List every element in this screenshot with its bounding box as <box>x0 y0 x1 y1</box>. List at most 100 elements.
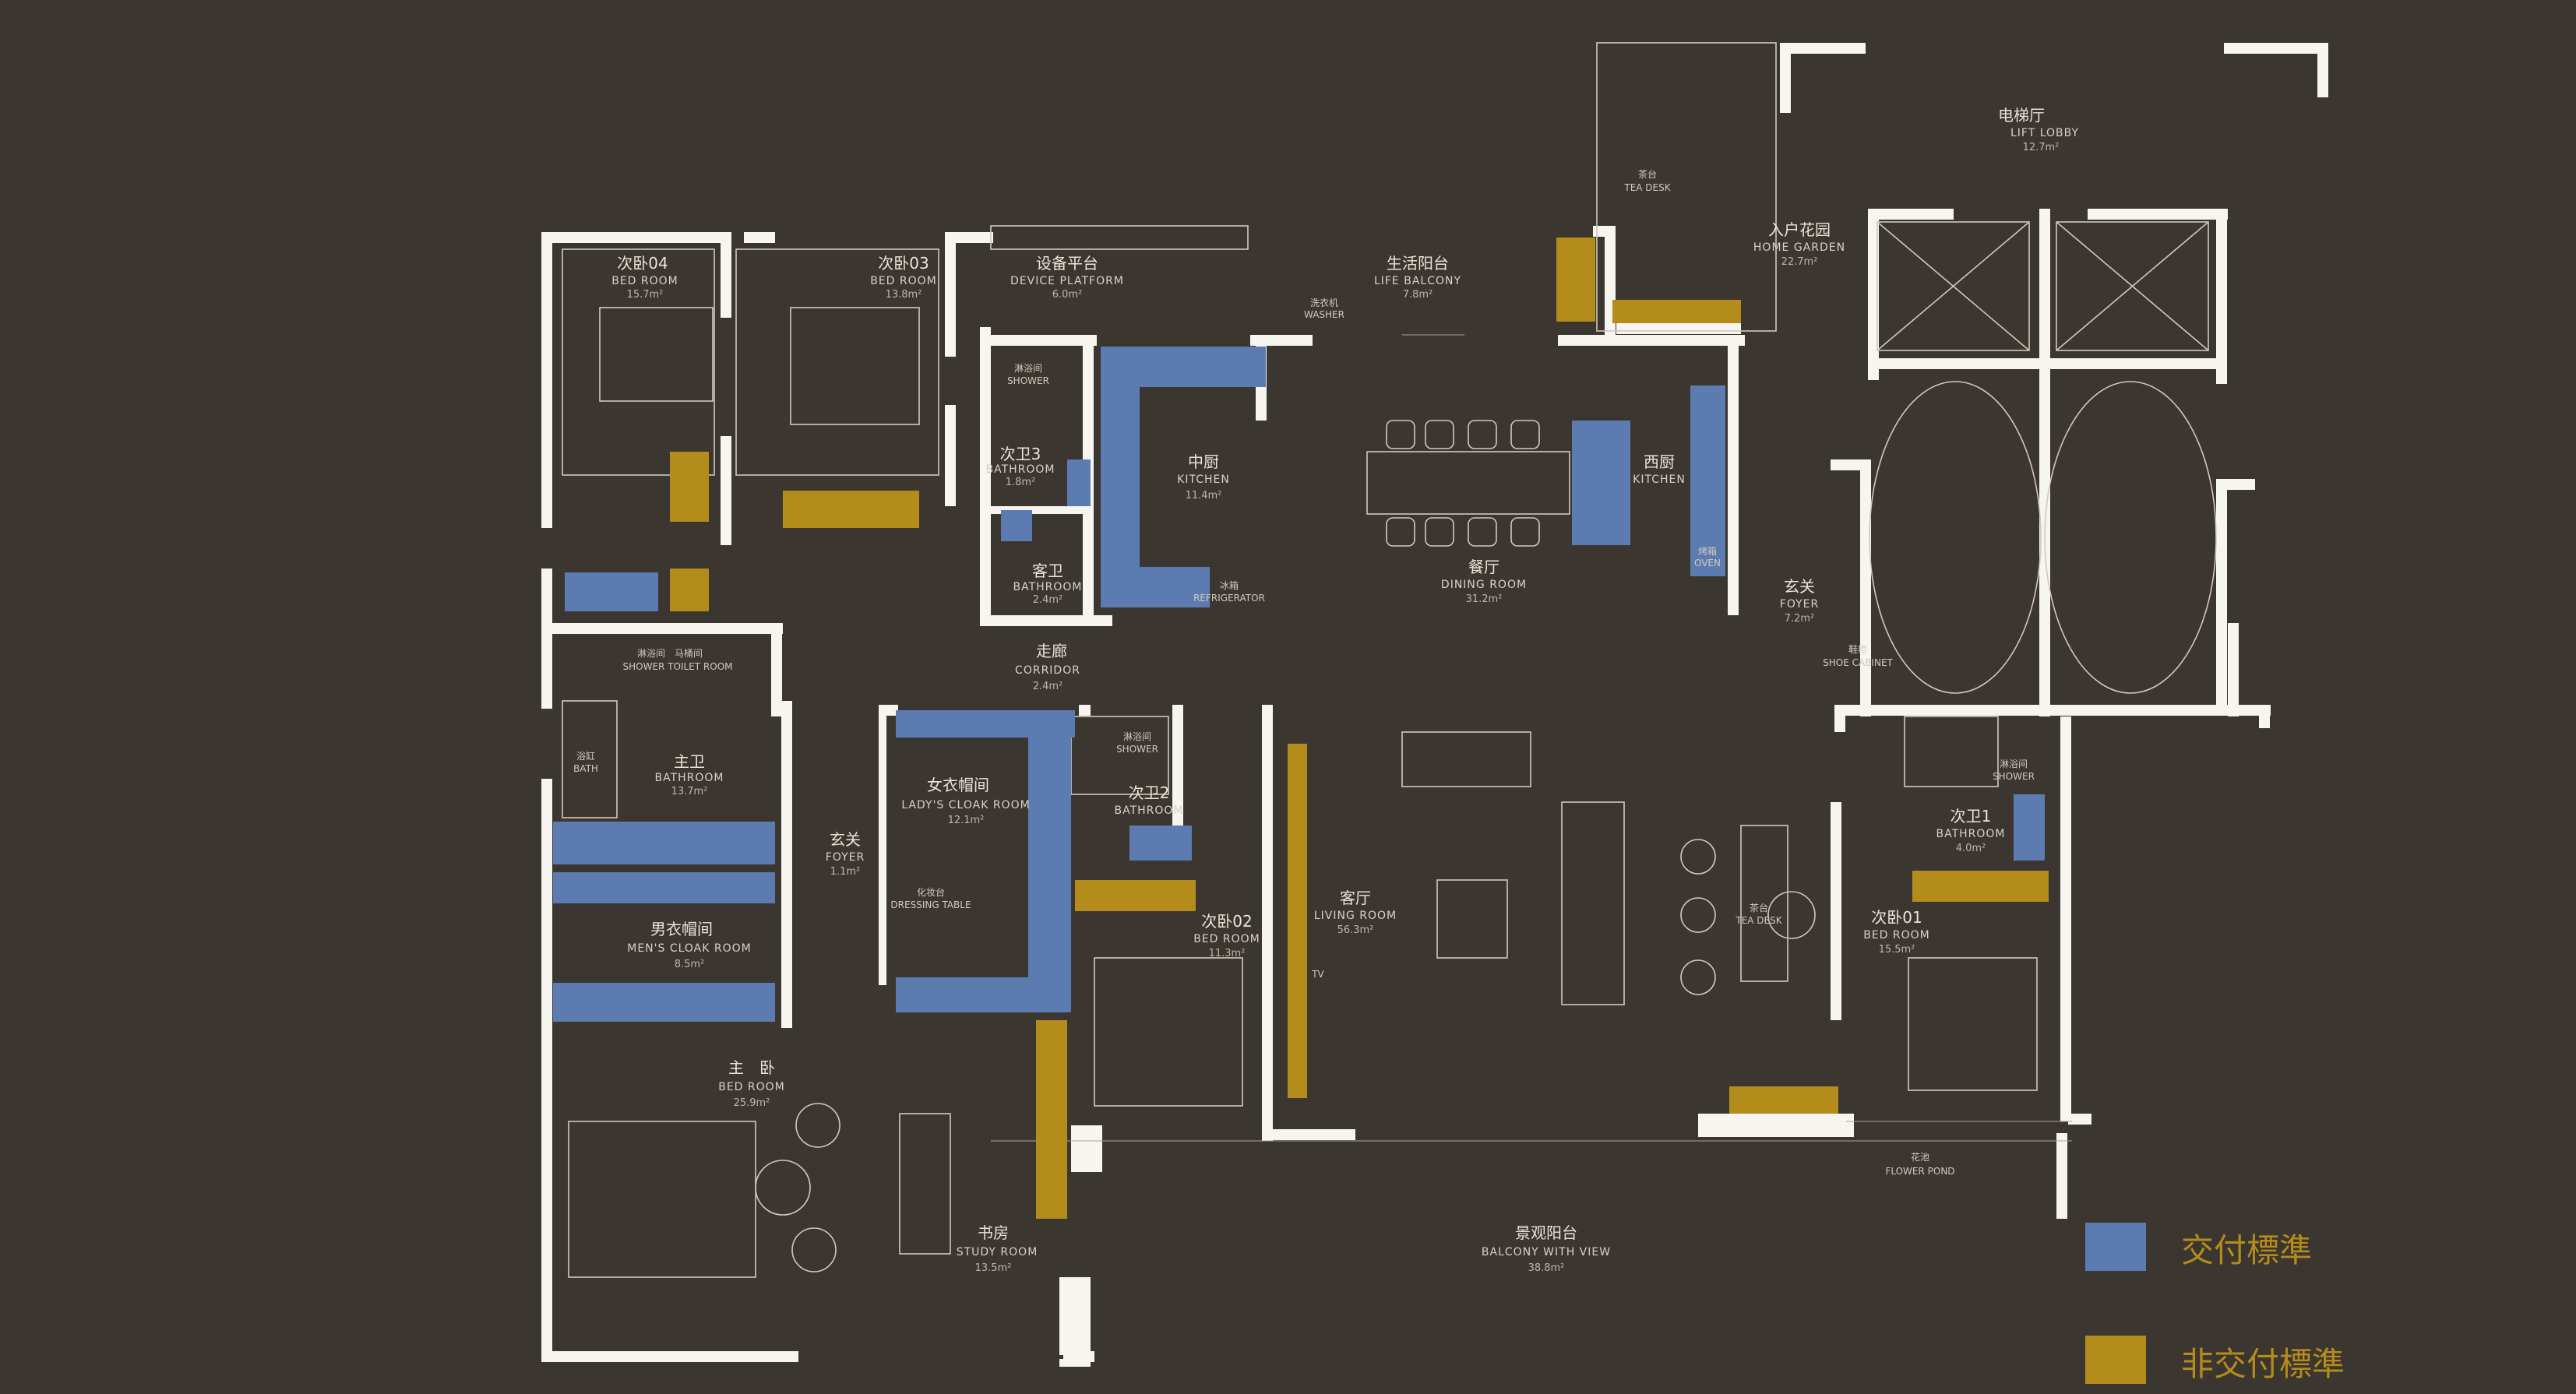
label-foyer-main-zh: 玄关 <box>1784 577 1815 596</box>
label-mens-cloak-en: MEN'S CLOAK ROOM <box>627 942 752 955</box>
label-tv: TV <box>1311 969 1324 980</box>
label-bedroom04-zh: 次卧04 <box>617 254 668 273</box>
label-dining-en: DINING ROOM <box>1441 579 1527 591</box>
label-flower-pond-en: FLOWER POND <box>1885 1166 1954 1177</box>
label-bathroom-c3-zh: 次卫3 <box>1000 445 1041 463</box>
label-shower-c2-en: SHOWER <box>1116 744 1158 755</box>
label-guest-bathroom-area: 2.4m² <box>1033 594 1063 606</box>
label-shower-c1-en: SHOWER <box>1993 771 2035 782</box>
label-bedroom01-zh: 次卧01 <box>1871 908 1922 927</box>
label-guest-bathroom-zh: 客卫 <box>1032 561 1063 580</box>
label-bedroom03-zh: 次卧03 <box>878 254 929 273</box>
label-living-zh: 客厅 <box>1340 889 1371 907</box>
label-kitchen-west-zh: 西厨 <box>1644 452 1675 471</box>
room-labels: 电梯厅 LIFT LOBBY 12.7m² 茶台 TEA DESK 入户花园 H… <box>573 106 2078 1274</box>
label-master-bedroom-zh: 主 卧 <box>728 1058 775 1077</box>
delivery-standard-fixtures <box>553 347 2045 1022</box>
legend-label-non-delivery: 非交付標準 <box>2181 1345 2345 1383</box>
label-foyer-inner-zh: 玄关 <box>830 830 861 849</box>
label-balcony-view-area: 38.8m² <box>1528 1262 1565 1274</box>
label-dining-area: 31.2m² <box>1466 593 1503 605</box>
label-corridor-en: CORRIDOR <box>1015 664 1080 677</box>
label-bathroom-c1-area: 4.0m² <box>1956 843 1986 854</box>
label-mens-cloak-zh: 男衣帽间 <box>650 920 713 938</box>
legend-label-delivery: 交付標準 <box>2181 1231 2313 1269</box>
label-kitchen-west-en: KITCHEN <box>1633 473 1686 486</box>
label-flower-pond-zh: 花池 <box>1911 1151 1929 1163</box>
label-device-platform-zh: 设备平台 <box>1036 254 1098 273</box>
label-bedroom03-area: 13.8m² <box>886 289 922 301</box>
label-refrigerator-en: REFRIGERATOR <box>1193 593 1265 604</box>
linework <box>562 42 2217 1278</box>
label-tea-desk-living-en: TEA DESK <box>1735 915 1782 926</box>
label-guest-bathroom-en: BATHROOM <box>1013 581 1082 593</box>
label-life-balcony-area: 7.8m² <box>1403 289 1433 301</box>
non-delivery-standard-fixtures <box>670 238 2049 1219</box>
label-dressing-table-zh: 化妆台 <box>917 886 945 898</box>
legend-swatch-non-delivery <box>2085 1336 2146 1384</box>
label-bedroom01-en: BED ROOM <box>1863 929 1930 942</box>
label-home-garden-area: 22.7m² <box>1781 256 1818 268</box>
label-washer-en: WASHER <box>1304 309 1344 320</box>
label-tea-desk-entry-zh: 茶台 <box>1638 168 1657 180</box>
label-life-balcony-en: LIFE BALCONY <box>1374 275 1461 287</box>
label-study-area: 13.5m² <box>975 1262 1012 1274</box>
label-ladys-cloak-en: LADY'S CLOAK ROOM <box>901 799 1030 811</box>
label-shower-c1-zh: 淋浴间 <box>2000 759 2028 769</box>
label-bedroom02-en: BED ROOM <box>1193 933 1260 945</box>
label-bedroom03-en: BED ROOM <box>870 275 937 287</box>
walls <box>541 43 2328 1367</box>
label-device-platform-area: 6.0m² <box>1052 289 1083 301</box>
label-bathroom-c2-en: BATHROOM <box>1114 804 1183 817</box>
label-oven-en: OVEN <box>1694 558 1721 569</box>
label-tea-desk-living-zh: 茶台 <box>1750 902 1768 913</box>
label-bedroom01-area: 15.5m² <box>1879 944 1915 956</box>
label-tea-desk-entry-en: TEA DESK <box>1623 182 1671 193</box>
label-lift-lobby-zh: 电梯厅 <box>1998 106 2045 125</box>
label-shoe-cabinet-zh: 鞋柜 <box>1848 643 1867 655</box>
label-master-bathroom-area: 13.7m² <box>671 786 708 797</box>
label-shower-toilet-master-en: SHOWER TOILET ROOM <box>623 661 733 672</box>
label-bath-zh: 浴缸 <box>576 750 595 762</box>
label-bath-en: BATH <box>573 763 598 774</box>
label-foyer-inner-area: 1.1m² <box>830 866 861 878</box>
label-shoe-cabinet-en: SHOE CABINET <box>1823 657 1893 668</box>
label-master-bedroom-en: BED ROOM <box>718 1081 785 1093</box>
label-corridor-area: 2.4m² <box>1033 681 1063 692</box>
label-kitchen-cn-zh: 中厨 <box>1188 452 1219 471</box>
label-living-en: LIVING ROOM <box>1314 910 1397 922</box>
label-dining-zh: 餐厅 <box>1468 558 1499 576</box>
label-ladys-cloak-area: 12.1m² <box>948 815 985 826</box>
label-bedroom02-area: 11.3m² <box>1209 948 1246 959</box>
label-corridor-zh: 走廊 <box>1036 642 1067 660</box>
label-kitchen-cn-area: 11.4m² <box>1186 490 1222 502</box>
label-mens-cloak-area: 8.5m² <box>675 959 705 970</box>
label-oven-zh: 烤箱 <box>1698 545 1717 557</box>
label-study-zh: 书房 <box>978 1223 1009 1242</box>
label-device-platform-en: DEVICE PLATFORM <box>1010 275 1124 287</box>
label-ladys-cloak-zh: 女衣帽间 <box>927 776 989 794</box>
label-shower-c2-zh: 淋浴间 <box>1123 731 1151 742</box>
label-home-garden-en: HOME GARDEN <box>1753 241 1845 254</box>
label-bedroom02-zh: 次卧02 <box>1201 912 1252 931</box>
label-master-bathroom-en: BATHROOM <box>654 772 724 784</box>
label-bathroom-c1-en: BATHROOM <box>1936 828 2005 840</box>
label-bathroom-c3-area: 1.8m² <box>1006 477 1036 488</box>
label-refrigerator-zh: 冰箱 <box>1220 579 1239 591</box>
label-foyer-main-area: 7.2m² <box>1785 613 1815 625</box>
label-bathroom-c2-zh: 次卫2 <box>1129 783 1170 802</box>
label-shower-c3-en: SHOWER <box>1007 375 1049 386</box>
label-bedroom04-area: 15.7m² <box>627 289 664 301</box>
label-life-balcony-zh: 生活阳台 <box>1387 254 1449 273</box>
label-foyer-inner-en: FOYER <box>826 851 865 864</box>
label-bathroom-c1-zh: 次卫1 <box>1951 807 1992 825</box>
legend-swatch-delivery <box>2085 1223 2146 1271</box>
label-bedroom04-en: BED ROOM <box>611 275 678 287</box>
label-kitchen-cn-en: KITCHEN <box>1177 473 1230 486</box>
label-washer-zh: 洗衣机 <box>1310 297 1338 308</box>
label-home-garden-zh: 入户花园 <box>1768 220 1831 239</box>
label-foyer-main-en: FOYER <box>1780 598 1819 611</box>
label-living-area: 56.3m² <box>1337 924 1374 936</box>
label-balcony-view-en: BALCONY WITH VIEW <box>1482 1246 1611 1258</box>
